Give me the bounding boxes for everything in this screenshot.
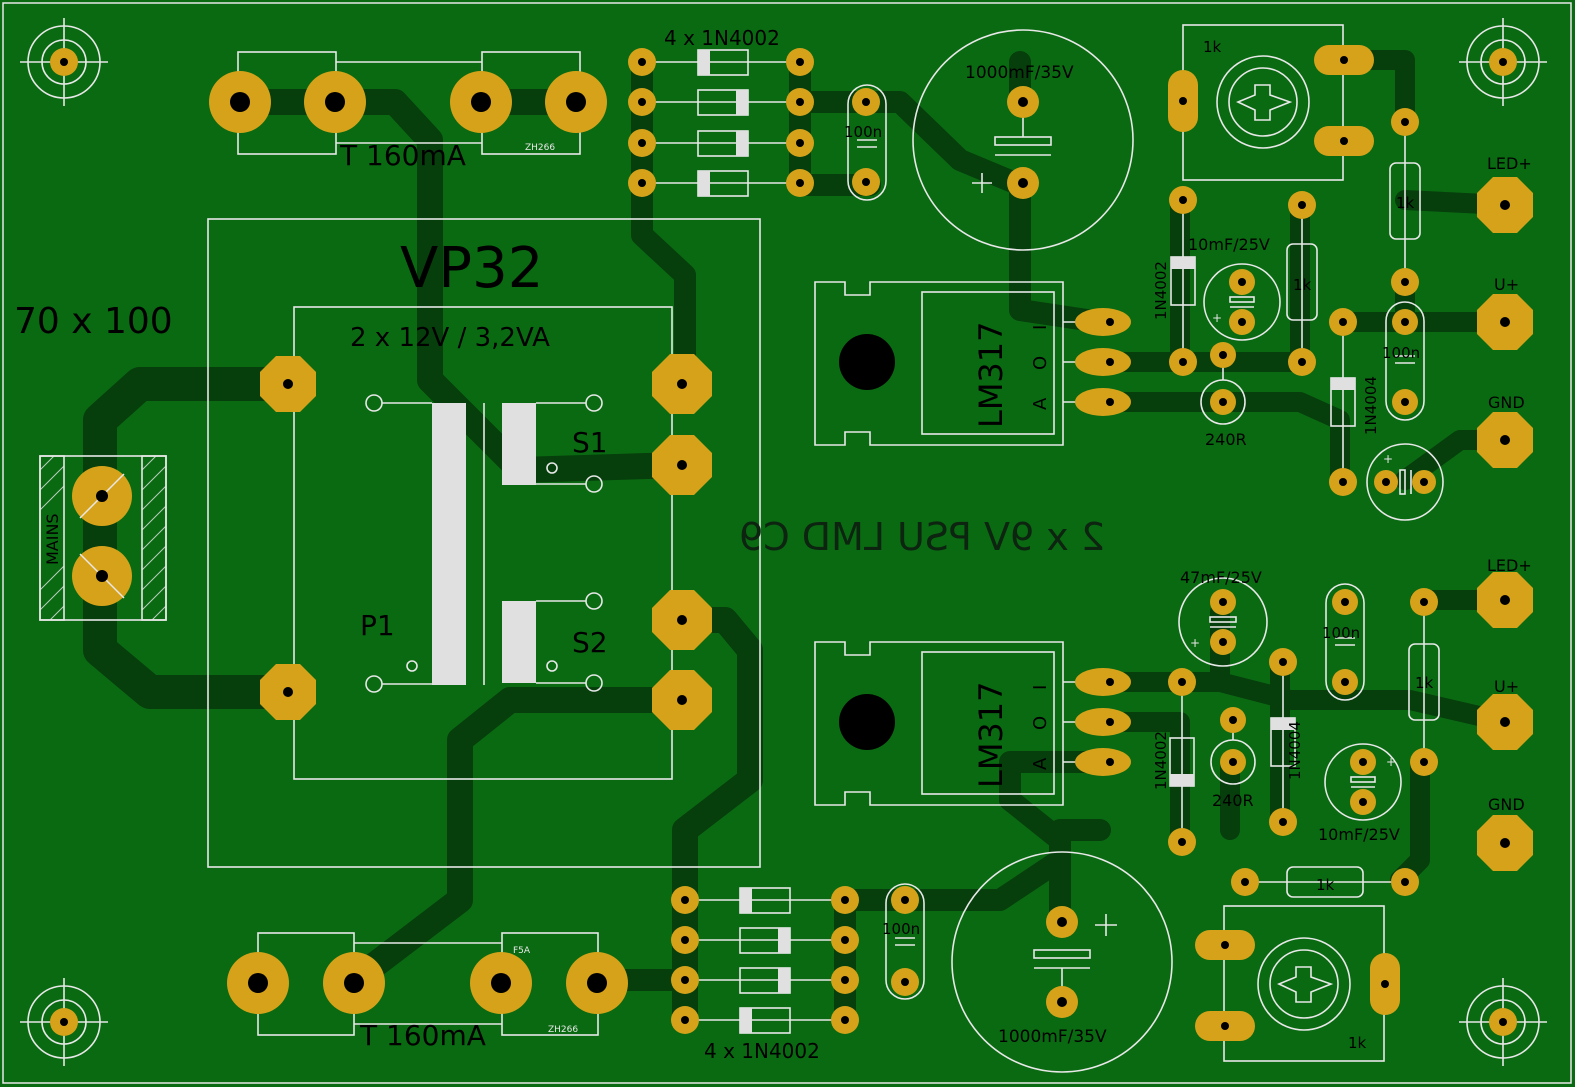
fuse-holder-bottom [227,932,628,1036]
r-1k-bottom-b-label: 1k [1316,876,1335,894]
cap-main-bottom-label: 1000mF/35V [998,1027,1107,1047]
cap-main-bottom [951,851,1173,1073]
u-plus-bottom-label: U+ [1494,677,1519,696]
cap-100n-bottom [885,883,925,1000]
resistor-240r-bottom [1210,707,1256,785]
diode-1n4004-top [1329,308,1357,496]
diode-1n4002-bottom [1168,668,1196,856]
fuse-bottom-code: ZH266 [548,1025,578,1035]
pot-bottom [1195,905,1400,1062]
cap-10mf-bottom-label: 10mF/25V [1318,825,1400,844]
pot-bottom-label: 1k [1348,1034,1367,1052]
mains-connector [39,455,167,621]
mounting-hole-br [1459,978,1547,1066]
reg-top-pin-i: I [1030,325,1051,330]
gnd-bottom-label: GND [1488,795,1525,814]
cap-100n-bottom-b [1325,583,1365,701]
resistor-240r-top [1200,342,1246,425]
diodes-bottom-label: 4 x 1N4002 [704,1039,820,1063]
fuse-bottom-label: T 160mA [359,1019,486,1052]
cap-10mf-top [1203,263,1281,341]
transformer [207,218,761,868]
cap-small-top-right [1366,443,1444,521]
r-240-top-label: 240R [1205,430,1247,449]
cap-47mf-bottom-plus: + [1190,636,1200,650]
resistor-1k-top-b [1389,108,1421,296]
diode-1n4002-top [1169,186,1197,376]
primary-label: P1 [360,609,395,642]
reg-top-pin-a: A [1030,397,1051,410]
mounting-hole-tl [20,18,108,106]
d-1n4004-bottom-label: 1N4004 [1286,721,1304,780]
resistor-1k-top-a [1286,191,1318,376]
s1-label: S1 [572,426,608,459]
regulator-top [814,281,1131,446]
transformer-label: 2 x 12V / 3,2VA [350,323,550,353]
r-1k-bottom-a-label: 1k [1415,674,1434,692]
regulator-bottom [814,641,1131,806]
led-plus-bottom-label: LED+ [1487,556,1532,575]
diode-bridge-top [628,48,814,197]
led-plus-top-label: LED+ [1487,154,1532,173]
fuse-bottom-code2: F5A [513,946,531,956]
cap-47mf-bottom [1178,577,1268,667]
board-size-label: 70 x 100 [14,301,173,342]
r-1k-top-a-label: 1k [1293,276,1312,294]
mains-label: MAINS [43,513,62,565]
output-pads-bottom [1477,572,1533,871]
fuse-top-label: T 160mA [339,139,466,172]
reg-bottom-pin-o: O [1030,716,1051,730]
gnd-top-label: GND [1488,393,1525,412]
d-1n4004-top-label: 1N4004 [1362,376,1380,435]
d-1n4002-top-label: 1N4002 [1152,261,1170,320]
fuse-holder-top [209,51,607,155]
s2-label: S2 [572,626,608,659]
cap-100n-top-b-label: 100n [1382,344,1420,362]
regulator-bottom-label: LM317 [972,681,1010,788]
cap-100n-top-b [1385,301,1425,421]
reg-top-pin-o: O [1030,356,1051,370]
d-1n4002-bottom-label: 1N4002 [1152,731,1170,790]
fuse-top-code: ZH266 [525,143,555,153]
mounting-hole-bl [20,978,108,1066]
cap-10mf-bottom [1324,743,1402,821]
cap-10mf-bottom-plus: + [1386,755,1396,769]
diode-1n4004-bottom [1269,648,1297,836]
cap-100n-bottom-label: 100n [882,920,920,938]
cap-100n-top [847,84,887,201]
pot-top-label: 1k [1203,38,1222,56]
cap-10mf-top-plus: + [1212,311,1222,325]
cap-main-top-label: 1000mF/35V [965,63,1074,83]
pot-top [1168,24,1374,181]
resistor-1k-bottom-a [1408,588,1440,776]
mounting-hole-tr [1459,18,1547,106]
cap-main-top [912,29,1134,251]
board-title: VP32 [400,236,543,301]
diode-bridge-bottom [671,886,859,1034]
cap-small-top-plus: + [1383,452,1393,466]
cap-100n-bottom-b-label: 100n [1322,624,1360,642]
cap-100n-top-label: 100n [844,123,882,141]
reg-bottom-pin-a: A [1030,757,1051,770]
resistor-1k-bottom-b [1231,866,1419,898]
output-pads-top [1477,177,1533,468]
r-240-bottom-label: 240R [1212,791,1254,810]
mirrored-title: 2 x 9V PSU LMD C9 [739,515,1105,559]
r-1k-top-b-label: 1k [1396,194,1415,212]
regulator-top-label: LM317 [972,321,1010,428]
reg-bottom-pin-i: I [1030,685,1051,690]
cap-10mf-top-label: 10mF/25V [1188,235,1270,254]
cap-47mf-bottom-label: 47mF/25V [1180,568,1262,587]
u-plus-top-label: U+ [1494,275,1519,294]
diodes-top-label: 4 x 1N4002 [664,26,780,50]
